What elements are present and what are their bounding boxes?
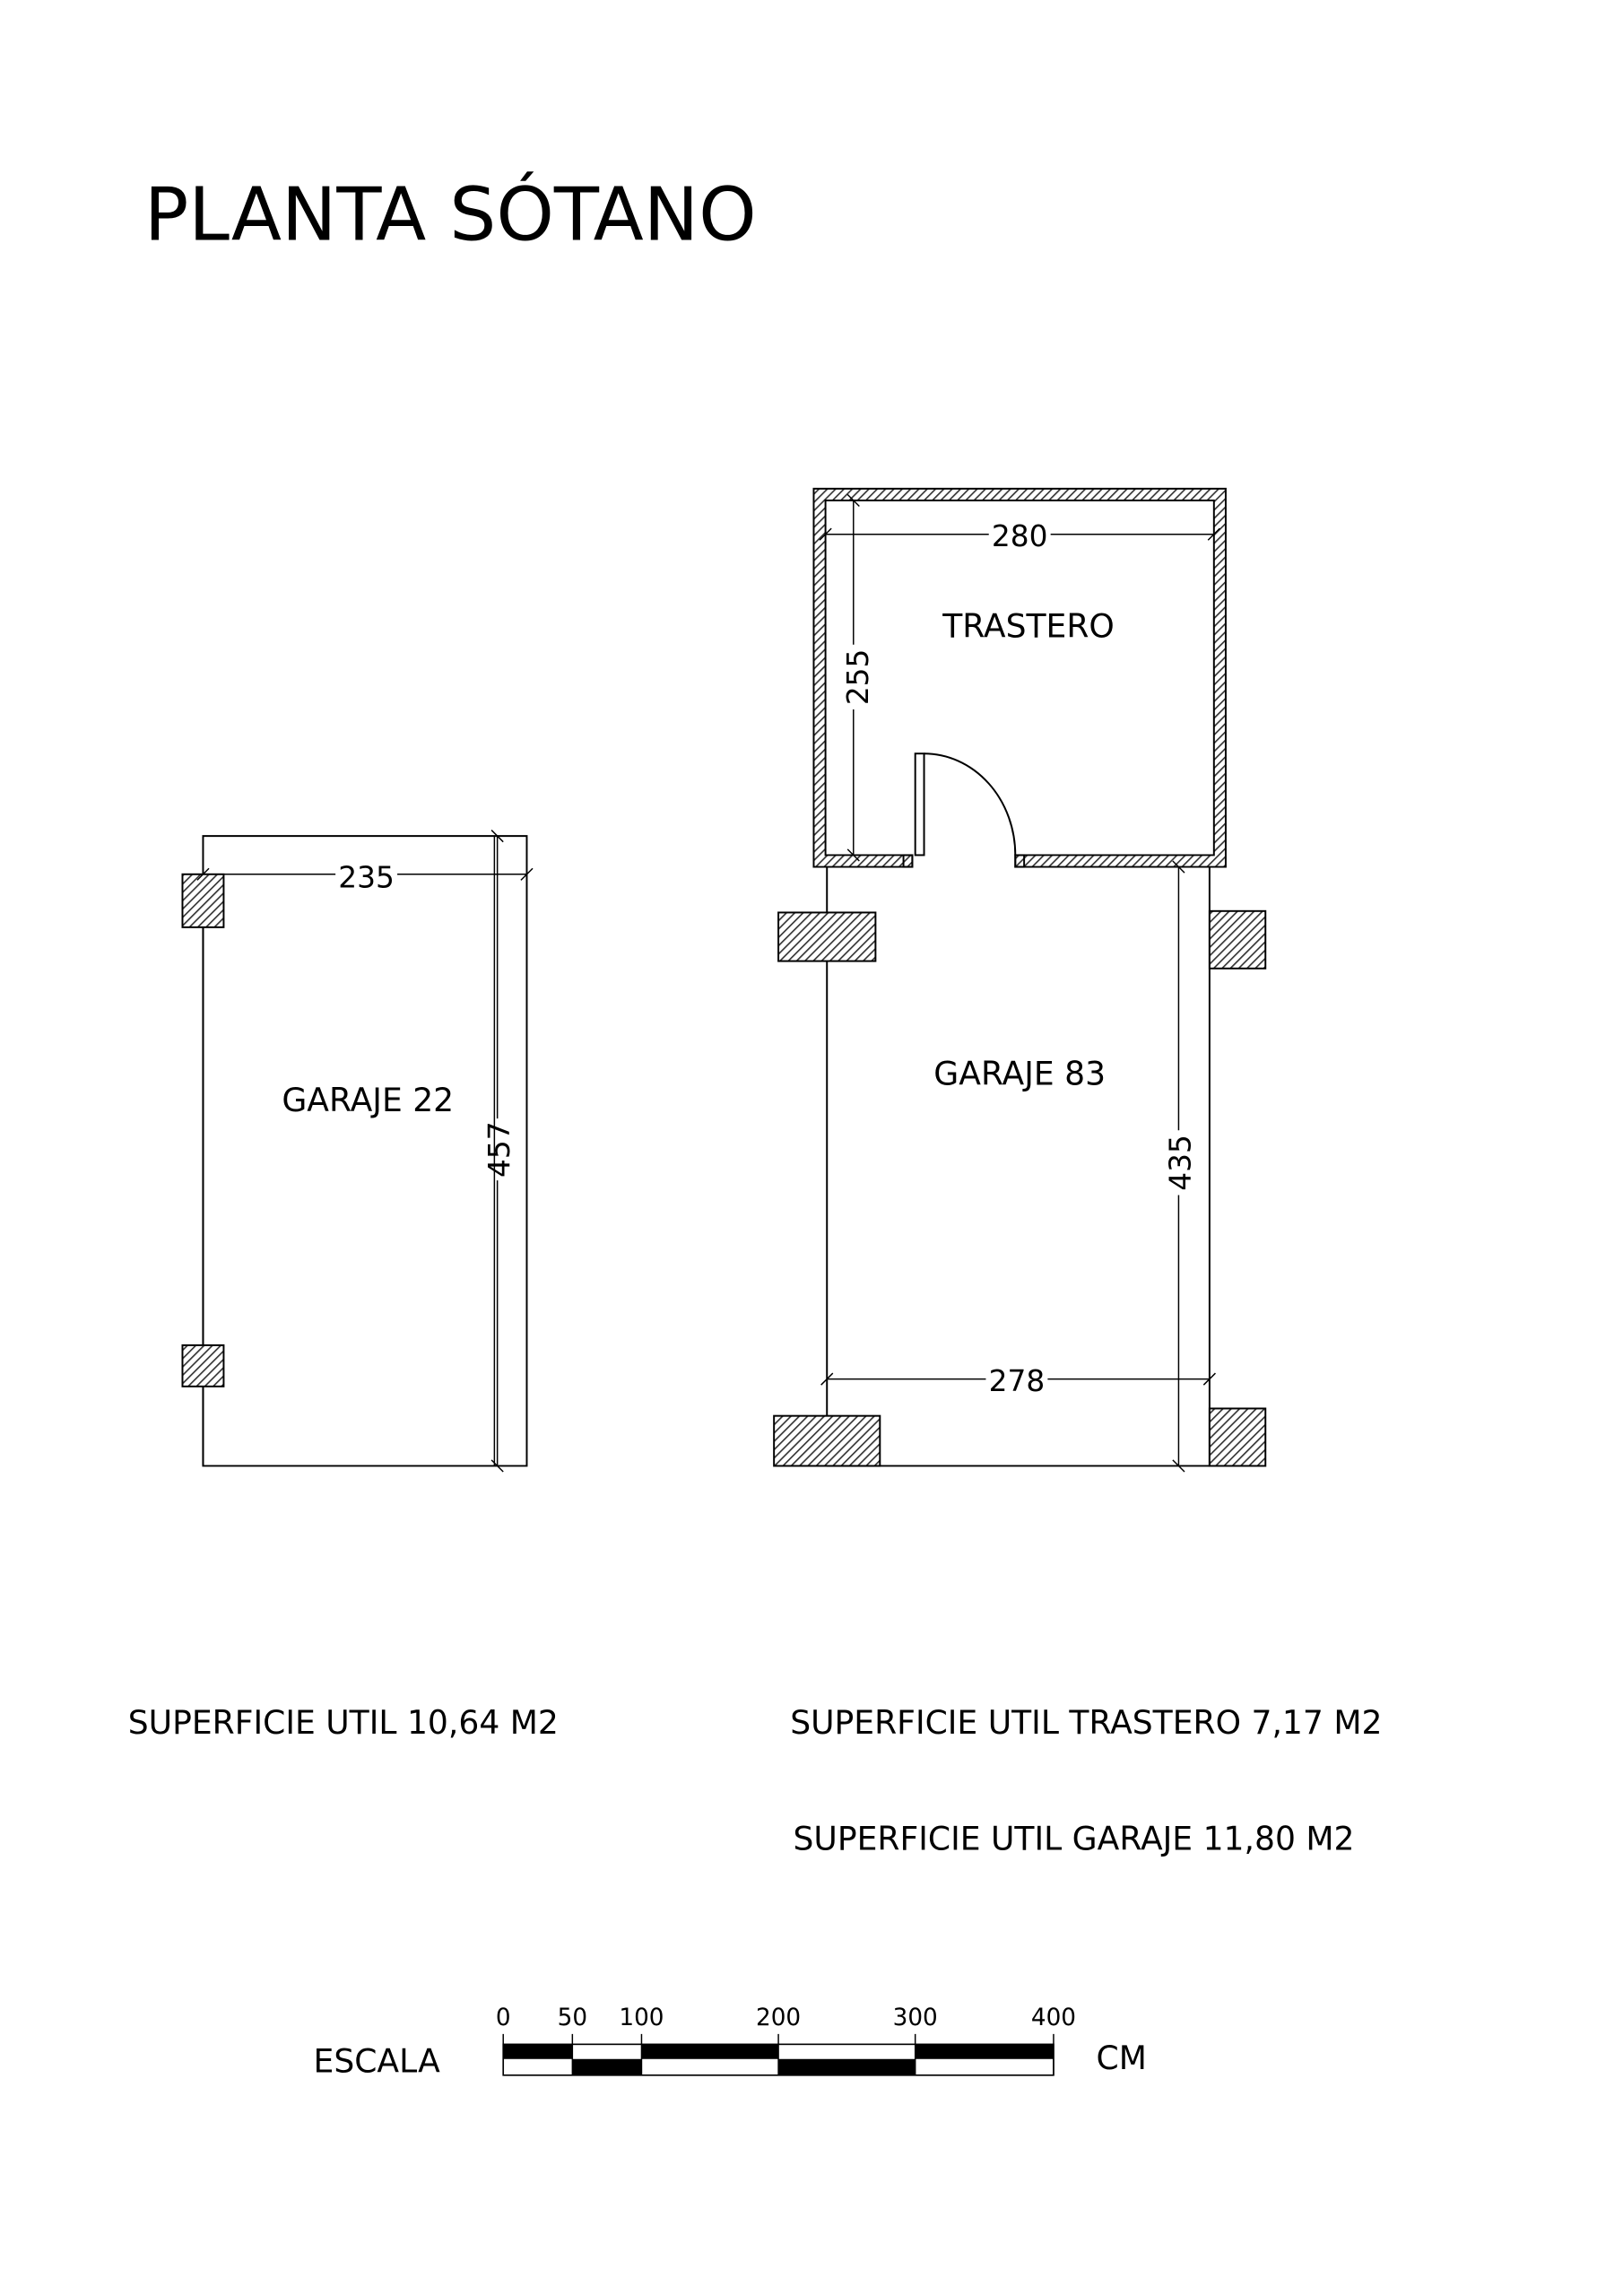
dimension-length: 435 — [1164, 860, 1198, 1473]
scale-bar: ESCALA 0 50 100 200 300 400 CM — [314, 2005, 1147, 2081]
scale-tick: 100 — [619, 2005, 664, 2031]
page-title: PLANTA SÓTANO — [144, 171, 757, 258]
pillar — [181, 1344, 225, 1387]
dimension-length: 457 — [482, 830, 516, 1473]
area-garaje-22: SUPERFICIE UTIL 10,64 M2 — [128, 1703, 559, 1742]
scale-tick: 400 — [1031, 2005, 1076, 2031]
trastero: 280 255 TRASTERO — [812, 487, 1227, 868]
door-swing-arc — [924, 752, 1017, 856]
area-garaje-83: SUPERFICIE UTIL GARAJE 11,80 M2 — [793, 1820, 1354, 1858]
pillar — [1208, 909, 1267, 970]
dimension-label: 280 — [992, 519, 1048, 553]
scale-unit: CM — [1097, 2039, 1147, 2077]
dimension-label: 235 — [338, 861, 395, 895]
room-label: GARAJE 22 — [282, 1081, 454, 1119]
scale-label: ESCALA — [314, 2042, 441, 2081]
pillar — [1208, 1407, 1267, 1467]
scale-tick: 0 — [496, 2005, 511, 2031]
dimension-width: 278 — [820, 1364, 1216, 1398]
dimension-label: 435 — [1164, 1135, 1198, 1191]
garaje-83: 435 278 GARAJE 83 — [773, 860, 1267, 1473]
dimension-width: 235 — [196, 861, 534, 895]
dimension-width: 280 — [819, 519, 1220, 553]
area-trastero: SUPERFICIE UTIL TRASTERO 7,17 M2 — [790, 1703, 1382, 1742]
room-label: GARAJE 83 — [933, 1054, 1106, 1092]
door-leaf — [914, 752, 925, 857]
pillar — [777, 911, 877, 962]
pillar — [773, 1414, 881, 1467]
scale-tick: 200 — [756, 2005, 801, 2031]
dimension-label: 278 — [989, 1364, 1046, 1398]
pillar — [181, 873, 225, 928]
room-label: TRASTERO — [942, 607, 1115, 646]
dimension-length: 255 — [841, 493, 875, 862]
garaje-22: 235 457 GARAJE 22 — [181, 830, 534, 1473]
scale-tick: 300 — [893, 2005, 938, 2031]
dimension-label: 457 — [482, 1121, 516, 1178]
scale-tick: 50 — [558, 2005, 587, 2031]
dimension-label: 255 — [841, 649, 875, 706]
